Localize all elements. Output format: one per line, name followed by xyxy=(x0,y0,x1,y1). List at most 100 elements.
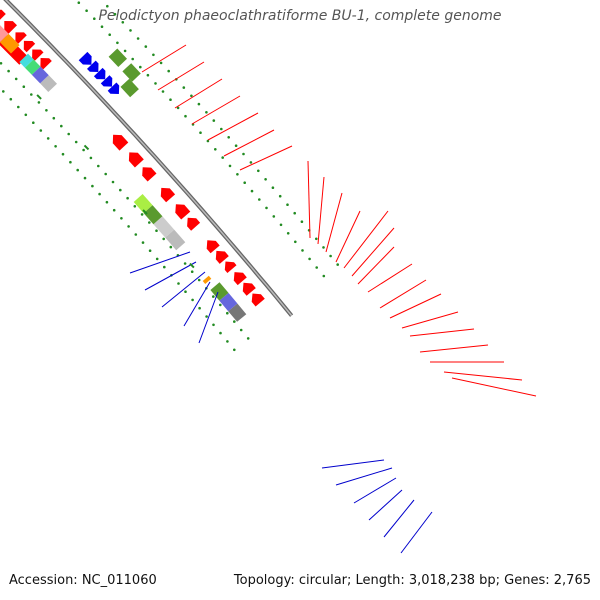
tick-dot xyxy=(108,33,111,36)
leader-line xyxy=(141,44,187,73)
tick-mark xyxy=(83,144,90,151)
tick-dot xyxy=(315,237,318,241)
tick-dot xyxy=(121,21,125,24)
accession-text: Accession: NC_011060 xyxy=(9,573,157,588)
forward-gene-arrow xyxy=(0,9,6,20)
tick-dot xyxy=(17,105,20,109)
tick-dot xyxy=(278,194,282,198)
map-title: Pelodictyon phaeoclathratiforme BU-1, co… xyxy=(98,8,502,24)
tick-dot xyxy=(136,37,140,40)
tick-dot xyxy=(336,263,340,266)
tick-dot xyxy=(37,101,41,104)
forward-gene-arrow xyxy=(15,32,27,44)
tick-dot xyxy=(301,249,304,252)
annotation-block xyxy=(165,229,186,251)
leader-line xyxy=(321,459,385,469)
leader-line xyxy=(317,176,325,245)
leader-line xyxy=(357,246,395,285)
forward-gene-arrow xyxy=(4,21,17,34)
tick-dot xyxy=(22,85,26,88)
tick-dot xyxy=(100,25,104,29)
tick-dot xyxy=(91,184,94,188)
tick-dot xyxy=(111,180,115,184)
tick-dot xyxy=(141,241,145,244)
tick-dot xyxy=(126,196,129,200)
forward-gene-arrow xyxy=(40,58,52,70)
tick-dot xyxy=(97,164,100,168)
annotation-block xyxy=(31,66,49,84)
tick-dot xyxy=(52,116,56,120)
leader-line xyxy=(335,467,393,486)
tick-dot xyxy=(152,53,155,57)
tick-dot xyxy=(7,69,10,73)
tick-dot xyxy=(159,61,163,65)
tick-dot xyxy=(77,1,81,4)
tick-dot xyxy=(221,156,224,159)
annotation-block xyxy=(108,48,127,67)
tick-dot xyxy=(98,192,101,196)
tick-dot xyxy=(190,270,194,274)
tick-dot xyxy=(258,198,261,201)
tick-dot xyxy=(45,109,48,112)
leader-line xyxy=(389,293,442,319)
forward-gene-arrow xyxy=(251,293,265,307)
tick-dot xyxy=(293,211,297,215)
tick-dot xyxy=(133,205,137,208)
tick-dot xyxy=(308,257,311,261)
tick-dot xyxy=(24,113,28,117)
tick-dot xyxy=(39,129,43,132)
leader-line xyxy=(144,261,197,291)
tick-dot xyxy=(134,233,138,236)
tick-dot xyxy=(148,249,152,252)
leader-line xyxy=(191,95,241,125)
tick-dot xyxy=(257,169,260,173)
annotation-block xyxy=(19,53,34,68)
forward-gene-arrow xyxy=(128,152,144,168)
tick-dot xyxy=(127,225,130,228)
tick-dot xyxy=(176,106,180,110)
backbone-highlight xyxy=(4,0,293,317)
leader-line xyxy=(174,78,223,109)
tick-labels xyxy=(36,94,195,269)
forward-gene-arrow xyxy=(233,272,247,286)
leader-line xyxy=(409,328,475,337)
tick-dot xyxy=(233,348,236,352)
tick-dot xyxy=(271,186,275,189)
tick-dot xyxy=(212,119,216,122)
leader-line xyxy=(343,210,389,269)
backbone xyxy=(3,0,294,317)
annotation-block xyxy=(122,63,141,82)
tick-dot xyxy=(184,290,187,294)
tick-dot xyxy=(246,337,250,340)
tick-dot-rings xyxy=(0,1,340,352)
tick-dot xyxy=(169,245,173,249)
tick-dot xyxy=(286,232,290,235)
leader-line xyxy=(401,311,459,329)
forward-gene-arrow xyxy=(224,261,237,273)
tick-dot xyxy=(161,90,165,93)
tick-dot xyxy=(279,223,283,227)
tick-dot xyxy=(249,161,253,164)
forward-gene-arrow xyxy=(112,134,129,151)
leader-line xyxy=(239,145,293,171)
tick-dot xyxy=(226,311,229,315)
tick-dot xyxy=(264,178,267,181)
annotation-block xyxy=(120,78,139,98)
tick-dot xyxy=(119,188,122,192)
tick-dot xyxy=(272,215,276,218)
leader-line xyxy=(161,271,206,308)
tick-dot xyxy=(69,160,72,164)
forward-gene-arrow xyxy=(23,40,36,53)
tick-dot xyxy=(300,220,304,223)
tick-dot xyxy=(112,208,116,212)
forward-gene-arrow xyxy=(32,49,44,61)
tick-dot xyxy=(30,93,33,96)
tick-dot xyxy=(162,237,165,241)
leader-line xyxy=(183,281,211,327)
tick-dot xyxy=(89,156,93,160)
tick-dot xyxy=(239,328,243,332)
tick-dot xyxy=(329,254,332,258)
tick-dot xyxy=(60,124,63,128)
tick-dot xyxy=(85,9,88,12)
tick-dot xyxy=(155,229,158,232)
